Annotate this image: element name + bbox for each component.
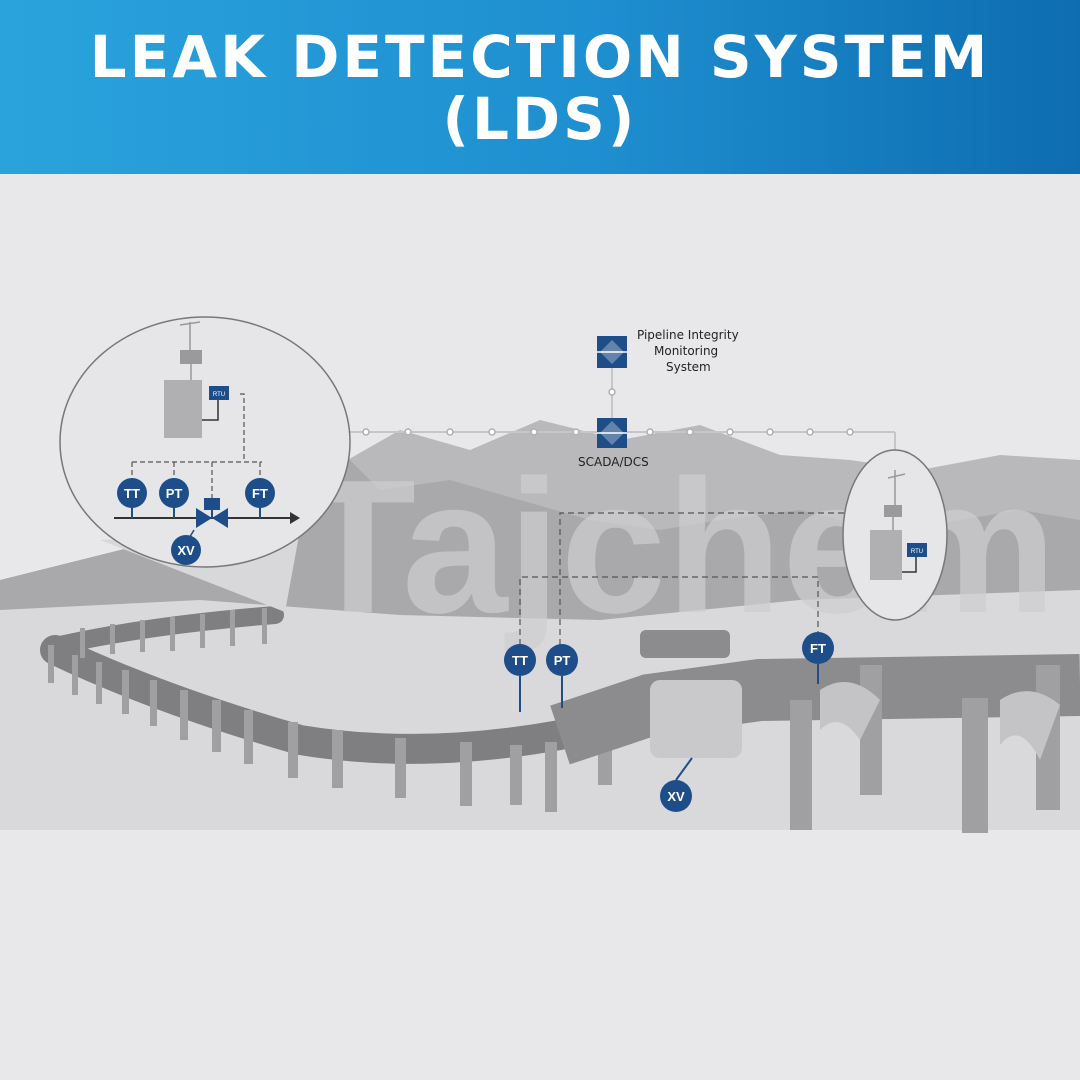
detail-xv-tag: XV [171, 535, 201, 565]
svg-text:FT: FT [252, 486, 268, 501]
detail-ft-tag: FT [245, 478, 275, 518]
field-xv-tag: XV [660, 757, 693, 812]
rtu-box-right [907, 543, 927, 557]
pims-label-line3: System [666, 360, 711, 374]
detail-callout-right: RTU [842, 449, 948, 621]
header-banner: LEAK DETECTION SYSTEM (LDS) [0, 0, 1080, 174]
detail-pt-tag: PT [159, 478, 189, 518]
solar-panel-icon [180, 350, 202, 364]
rtu-label: RTU [213, 392, 225, 398]
scada-server-icon [597, 418, 627, 448]
scada-label: SCADA/DCS [578, 455, 649, 469]
svg-text:TT: TT [124, 486, 140, 501]
field-pt-tag: PT [546, 644, 578, 708]
svg-text:XV: XV [667, 789, 685, 804]
pims-server-icon [597, 336, 627, 368]
network-nodes [362, 388, 854, 436]
cabinet-icon [164, 380, 202, 438]
svg-text:PT: PT [554, 653, 571, 668]
pims-label-line2: Monitoring [654, 344, 718, 358]
svg-text:PT: PT [166, 486, 183, 501]
field-ft-tag: FT [802, 632, 834, 684]
rtu-label-right: RTU [911, 549, 923, 555]
svg-text:XV: XV [177, 543, 195, 558]
pipeline-near [550, 630, 1080, 833]
field-tt-tag: TT [504, 644, 536, 712]
pims-label-line1: Pipeline Integrity [637, 328, 739, 342]
svg-text:TT: TT [512, 653, 528, 668]
rtu-box [209, 386, 229, 400]
valve-body [650, 680, 742, 758]
detail-tt-tag: TT [117, 478, 147, 518]
lds-diagram: Tajchem Pipeline Integrity Monitoring Sy… [0, 174, 1080, 1080]
page-title: LEAK DETECTION SYSTEM [89, 23, 991, 91]
valve-actuator [640, 630, 730, 658]
page-subtitle: (LDS) [442, 85, 638, 153]
svg-text:FT: FT [810, 641, 826, 656]
